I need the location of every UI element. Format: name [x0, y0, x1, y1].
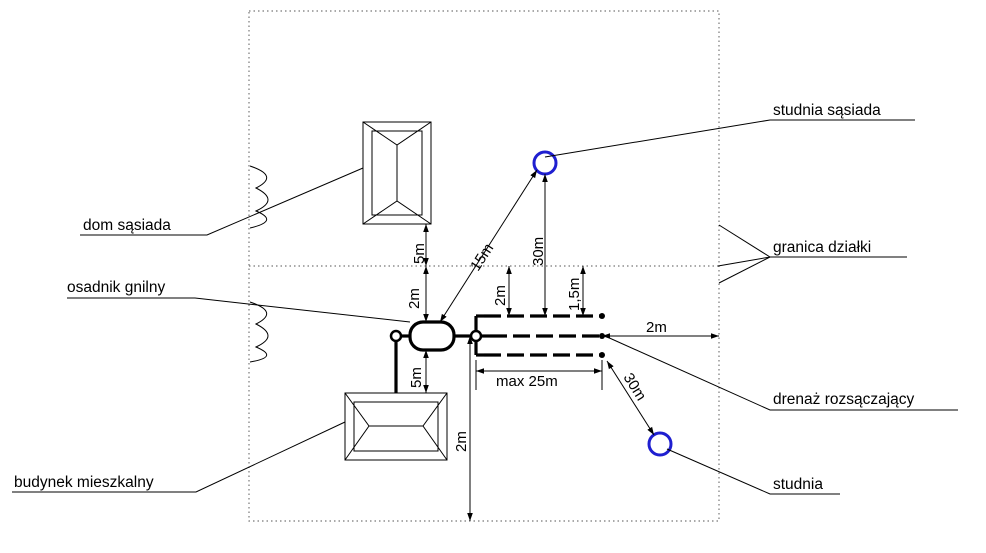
neighbor-house-shape — [362, 121, 432, 225]
dim-drain-to-neighbor-well: 30m — [530, 237, 547, 266]
dimension-lines — [423, 169, 719, 521]
inspection-node-left — [389, 329, 403, 343]
dim-pipe-to-bottom-boundary: 2m — [453, 431, 470, 452]
labels: studnia sąsiada dom sąsiada granica dzia… — [14, 102, 915, 493]
label-well: studnia — [773, 476, 823, 493]
dim-drain-end-to-boundary: 1,5m — [566, 278, 583, 311]
well-circle — [647, 431, 673, 457]
label-neighbor-well: studnia sąsiada — [773, 102, 881, 119]
dim-tank-to-neighbor-well: 15m — [467, 240, 497, 274]
label-plot-boundary: granica działki — [773, 239, 871, 256]
label-residential-building: budynek mieszkalny — [14, 474, 154, 491]
leader-lines — [12, 119, 958, 495]
septic-tank-shape — [408, 320, 456, 352]
drainage-lines — [476, 313, 605, 358]
dim-drain-start-to-boundary: 2m — [492, 285, 509, 306]
dim-tank-to-building: 5m — [408, 367, 425, 388]
boundary-bumps — [249, 165, 269, 363]
label-drainage: drenaż rozsączający — [773, 391, 915, 408]
inspection-node-right — [469, 329, 483, 343]
dim-tank-to-boundary: 2m — [406, 288, 423, 309]
label-neighbor-house: dom sąsiada — [83, 217, 171, 234]
dim-house-to-boundary: 5m — [411, 243, 428, 264]
dim-drain-max-length: max 25m — [496, 373, 558, 390]
dim-drain-to-plot-edge: 2m — [646, 319, 667, 336]
residential-building-shape — [344, 392, 448, 461]
label-septic-tank: osadnik gnilny — [67, 279, 165, 296]
